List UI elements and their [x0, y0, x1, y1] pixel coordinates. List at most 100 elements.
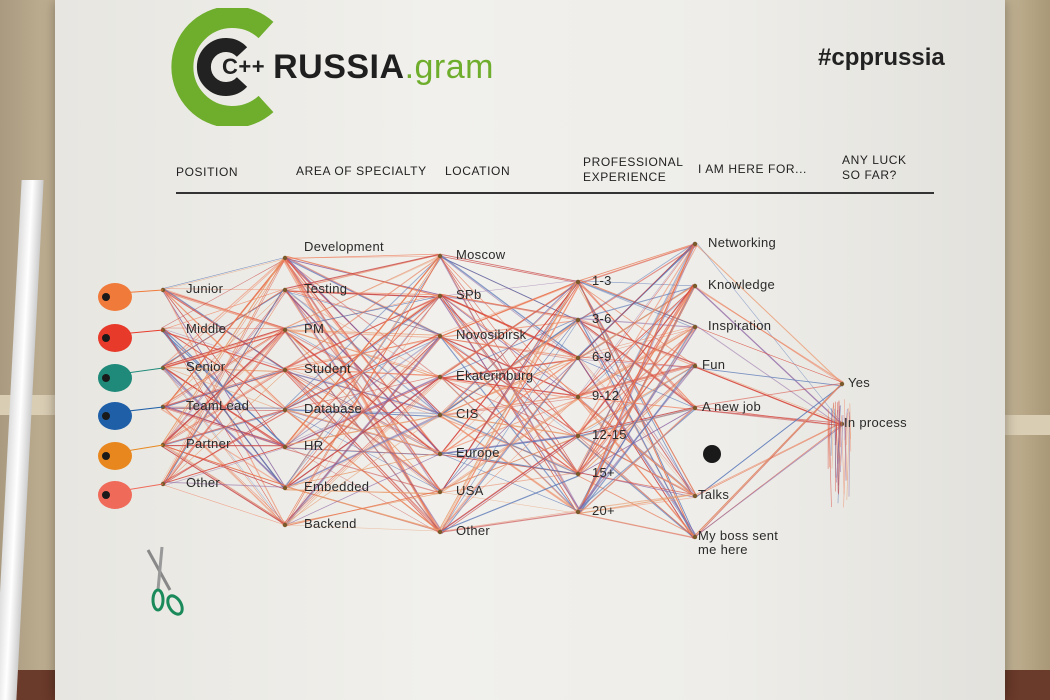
loose-thread: [838, 420, 841, 495]
thread-line: [438, 511, 578, 534]
thread-line: [440, 358, 577, 533]
thread-line: [285, 254, 439, 289]
position-label-junior: Junior: [186, 281, 224, 296]
thread-line: [696, 409, 843, 427]
yarn-ball-icon[interactable]: [98, 324, 164, 352]
pin: [437, 412, 443, 418]
header-luck-line2: SO FAR?: [842, 168, 897, 182]
loose-thread: [835, 402, 839, 445]
thread-line: [282, 294, 441, 449]
thread-line: [577, 408, 694, 476]
cpp-logo-icon: [171, 8, 274, 126]
area-label-embedded: Embedded: [304, 479, 370, 494]
thread-line: [440, 283, 578, 455]
thread-line: [578, 281, 695, 539]
thread-line: [440, 397, 579, 417]
pin: [282, 407, 288, 413]
header-experience-line1: PROFESSIONAL: [583, 155, 684, 169]
thread-line: [578, 242, 697, 282]
thread-line: [577, 286, 696, 320]
thread-line: [163, 258, 285, 290]
yarn-ball-icon[interactable]: [98, 283, 164, 311]
thread-line: [576, 284, 697, 397]
thread-line: [163, 330, 287, 447]
thread-line: [161, 445, 284, 524]
thread-line: [285, 297, 439, 410]
thread-line: [284, 375, 443, 490]
thread-line: [283, 447, 440, 494]
thread-line: [163, 258, 285, 483]
pin: [692, 493, 698, 499]
yarn-ball-icon[interactable]: [98, 402, 164, 430]
yarn-ball-icon[interactable]: [98, 364, 164, 392]
thread-line: [285, 259, 439, 378]
here_for-label-fun: Fun: [702, 357, 726, 372]
logo-mark: C++: [222, 54, 266, 79]
experience-label-6-9: 6-9: [592, 349, 612, 364]
thread-line: [579, 287, 695, 399]
yarn-ball-icon[interactable]: [98, 481, 164, 509]
pin: [692, 363, 698, 369]
yarn-ball-icon[interactable]: [98, 442, 164, 470]
pin: [437, 529, 443, 535]
pin: [839, 421, 845, 427]
loose-thread: [836, 424, 839, 493]
area-label-hr: HR: [304, 438, 324, 453]
thread-line: [284, 333, 439, 489]
logo-word: RUSSIA: [273, 48, 405, 86]
thread-line: [286, 295, 439, 526]
thread-line: [579, 398, 698, 498]
thread-line: [441, 435, 579, 455]
thread-line: [440, 356, 580, 492]
thread-line: [282, 255, 442, 371]
area-label-student: Student: [304, 361, 351, 376]
pin: [692, 405, 698, 411]
thread-line: [440, 475, 580, 533]
logo-suffix: .gram: [404, 48, 494, 86]
thread-line: [439, 359, 577, 416]
thread-line: [439, 413, 578, 437]
thread-line: [576, 325, 697, 511]
location-label-europe: Europe: [456, 445, 500, 460]
pin: [437, 293, 443, 299]
pin: [575, 509, 581, 515]
thread-line: [579, 243, 694, 398]
thread-line: [438, 293, 579, 321]
loose-thread: [830, 408, 832, 456]
location-label-novosibirsk: Novosibirsk: [456, 327, 527, 342]
thread-line: [577, 326, 696, 398]
thread-line: [286, 254, 442, 488]
thread-line: [286, 294, 439, 330]
here_for-label-talks: Talks: [698, 487, 730, 502]
thread-line: [440, 377, 578, 438]
thread-line: [576, 364, 697, 438]
here_for-label-my-boss-sent: My boss sent: [698, 528, 779, 543]
thread-line: [286, 375, 442, 448]
thread-line: [439, 398, 577, 493]
pin: [282, 287, 288, 293]
scissors-icon[interactable]: [140, 545, 190, 620]
loose-thread: [843, 399, 848, 481]
thread-line: [160, 257, 284, 446]
pin: [282, 327, 288, 333]
location-label-ekaterinburg: Ekaterinburg: [456, 368, 534, 383]
thread-line: [162, 288, 285, 486]
pin: [437, 374, 443, 380]
thread-line: [441, 356, 580, 534]
experience-label-15-: 15+: [592, 465, 615, 480]
loose-thread: [836, 405, 841, 483]
thread-line: [162, 409, 284, 446]
thread-line: [283, 256, 441, 409]
thread-line: [575, 284, 694, 475]
thread-line: [160, 328, 285, 369]
thread-line: [438, 283, 578, 416]
thread-line: [161, 258, 286, 447]
loose-thread: [841, 415, 845, 495]
luck-label-in-process: In process: [844, 415, 907, 430]
spool-icon: [703, 445, 721, 463]
thread-line: [282, 377, 442, 527]
thread-line: [577, 244, 695, 285]
logo-wordmark: C++ RUSSIA.gram: [222, 48, 494, 87]
thread-line: [163, 448, 284, 487]
experience-label-1-3: 1-3: [592, 273, 612, 288]
